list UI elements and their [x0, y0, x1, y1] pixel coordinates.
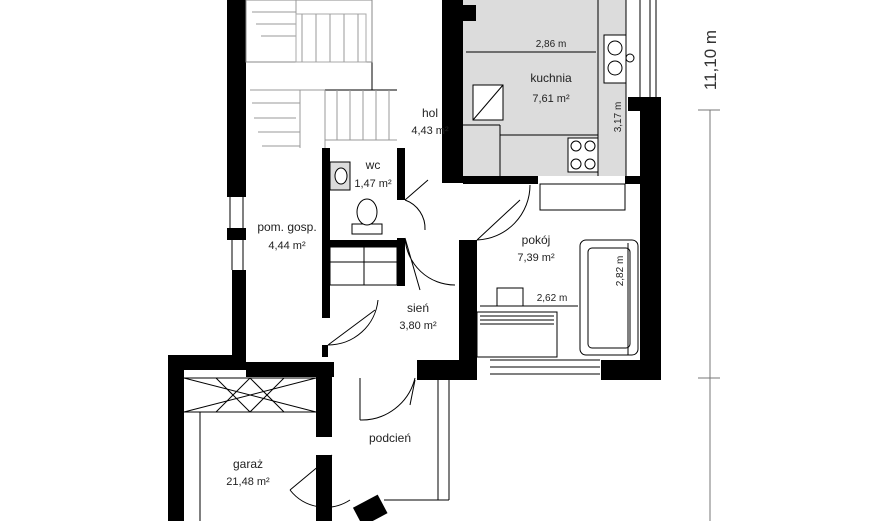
dimension-kitchen-width: 2,86 m [536, 39, 567, 50]
garage-door [183, 377, 317, 521]
room-area-pokoj: 7,39 m² [517, 252, 555, 264]
room-area-kuchnia: 7,61 m² [532, 93, 570, 105]
dimension-room-width: 2,62 m [537, 293, 568, 304]
room-name-pokoj: pokój [522, 233, 551, 247]
wc-fixtures [329, 161, 398, 286]
room-name-podcien: podcień [369, 431, 411, 445]
dimension-lines [466, 51, 720, 521]
room-fixtures [476, 183, 639, 375]
room-area-garaz: 21,48 m² [226, 476, 270, 488]
windows [229, 197, 244, 270]
dimension-room-depth: 2,82 m [615, 256, 626, 287]
room-name-wc: wc [365, 158, 381, 172]
staircase [245, 0, 397, 148]
doors [289, 179, 531, 508]
room-area-sien: 3,80 m² [399, 320, 437, 332]
room-area-pom-gosp: 4,44 m² [268, 240, 306, 252]
room-area-hol: 4,43 m² [411, 125, 449, 137]
room-name-sien: sień [407, 301, 429, 315]
room-area-wc: 1,47 m² [354, 178, 392, 190]
dimension-kitchen-depth: 3,17 m [613, 102, 624, 133]
dimension-overall: 11,10 m [701, 30, 720, 90]
room-name-garaz: garaż [233, 457, 263, 471]
walls [168, 0, 661, 521]
room-name-kuchnia: kuchnia [530, 71, 572, 85]
room-name-pom-gosp: pom. gosp. [257, 220, 316, 234]
room-name-hol: hol [422, 106, 438, 120]
